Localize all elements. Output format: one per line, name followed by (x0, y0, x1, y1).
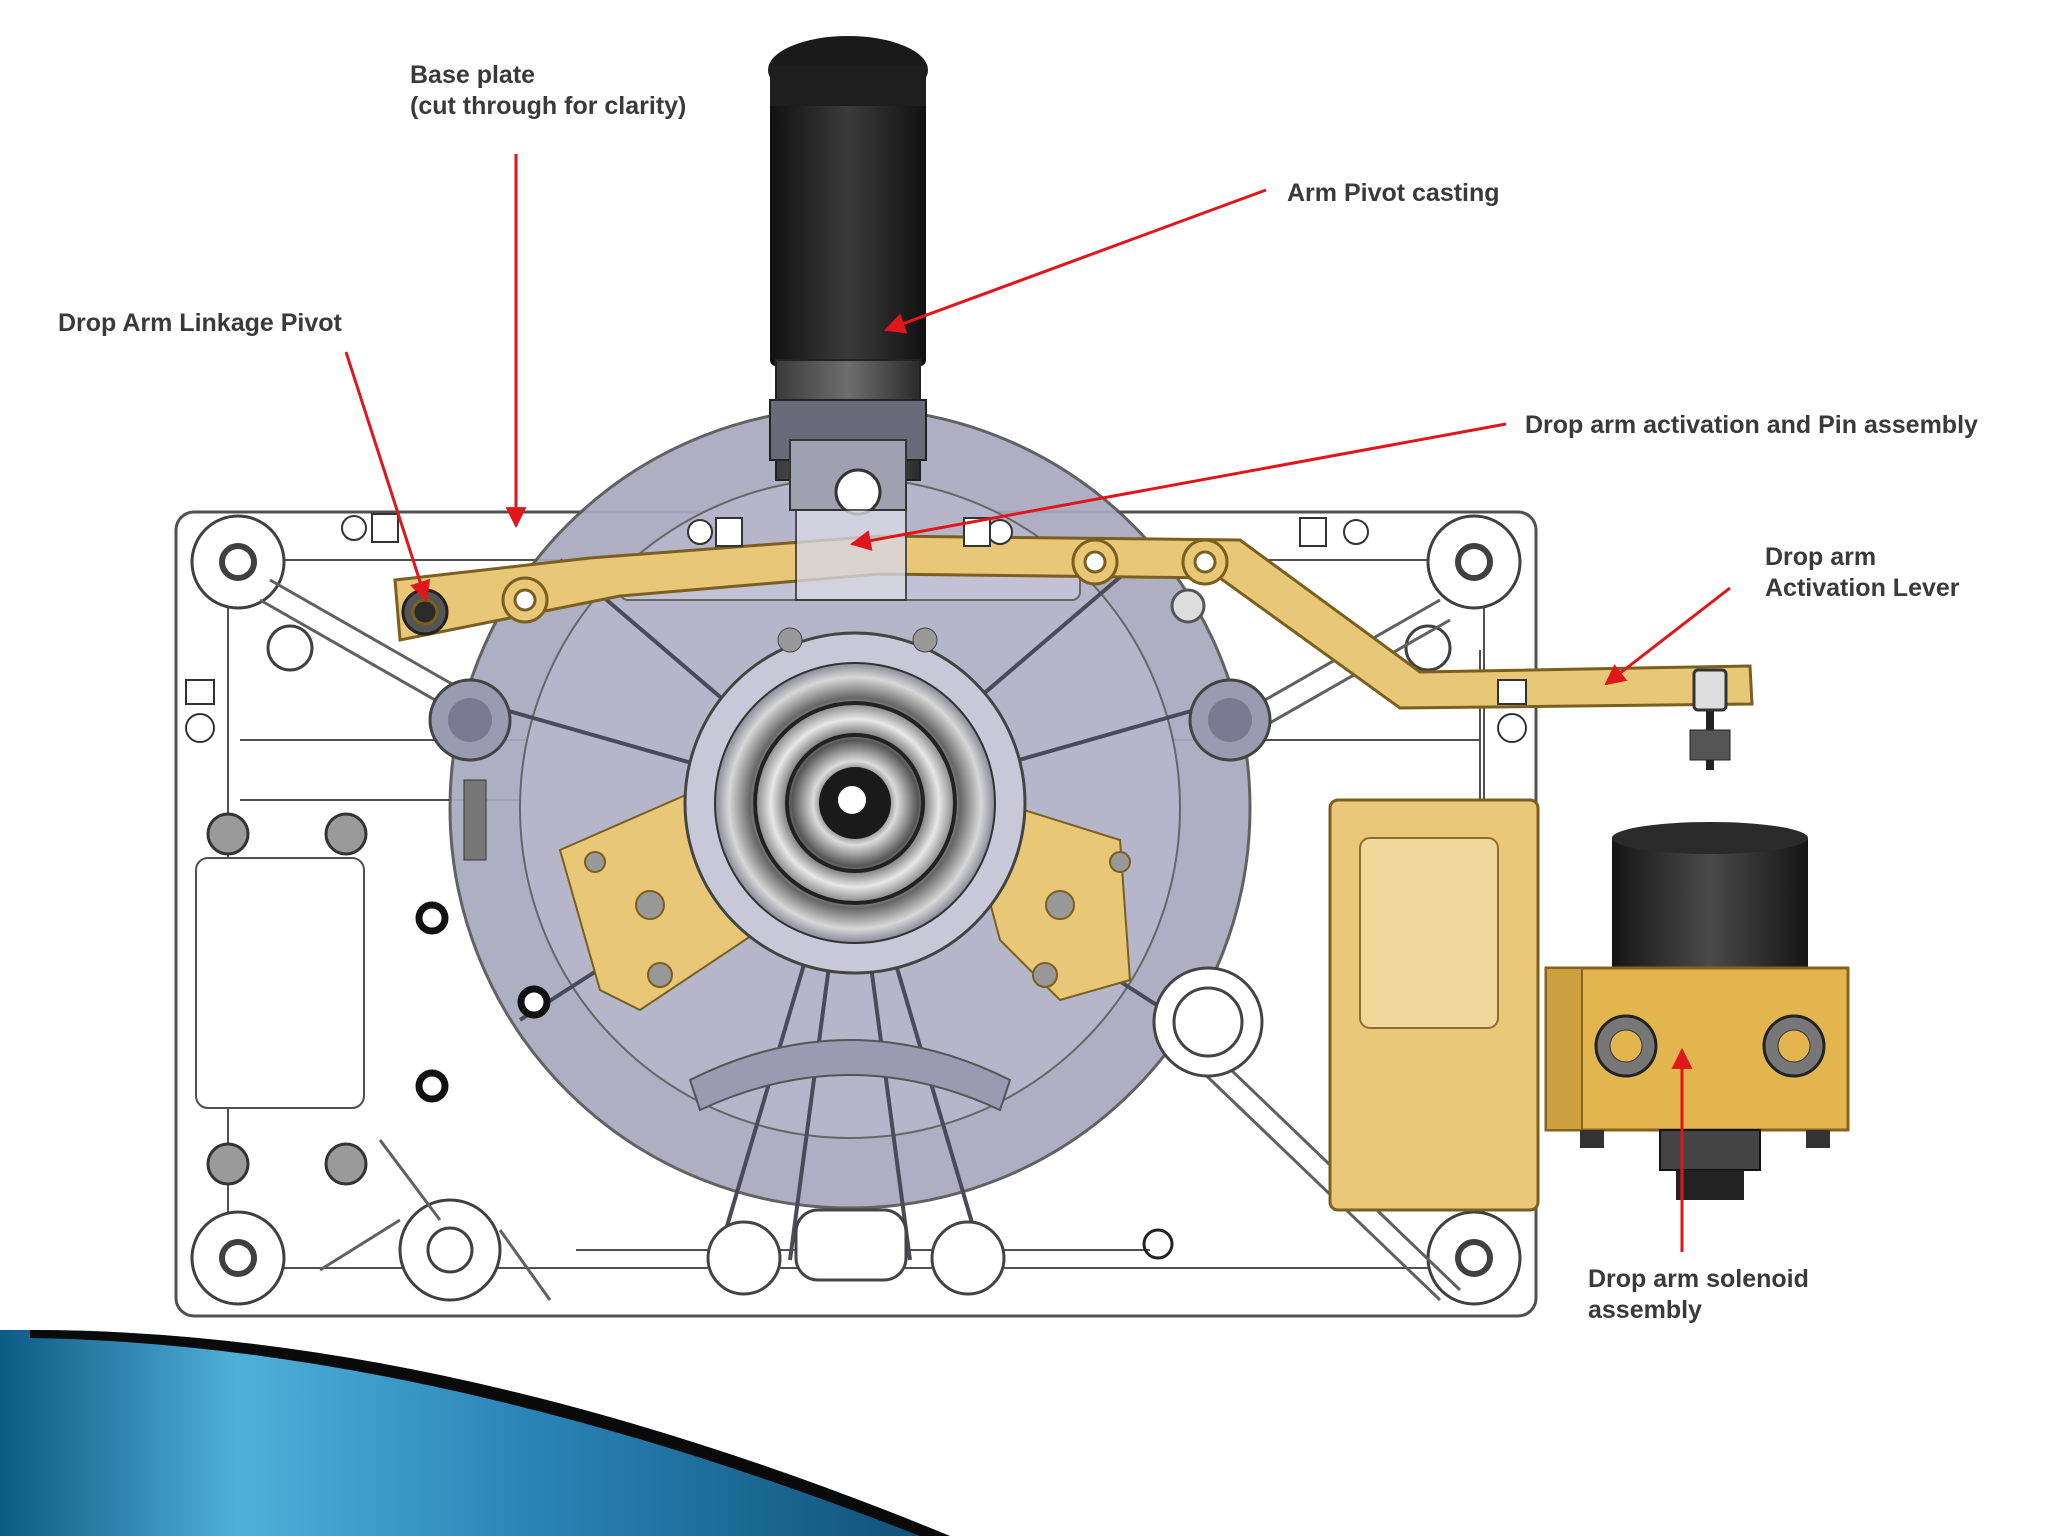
solenoid-assembly (1328, 668, 1850, 1212)
arm-pivot-casting (768, 36, 928, 601)
arrow-drop-arm-linkage-pivot (344, 351, 431, 602)
label-drop-arm-activation-pin: Drop arm activation and Pin assembly (1525, 411, 1978, 439)
central-hub (683, 627, 1027, 975)
lower-openings (706, 966, 1264, 1296)
screw-clips (185, 513, 1527, 743)
arrow-drop-arm-activation-pin (849, 422, 1507, 551)
label-base-plate: Base plate (cut through for clarity) (410, 61, 687, 120)
label-arm-pivot-casting: Arm Pivot casting (1287, 179, 1500, 207)
label-drop-arm-activation-lever: Drop arm Activation Lever (1765, 543, 1960, 602)
hex-nuts (415, 901, 551, 1103)
arrow-drop-arm-activation-lever (1604, 586, 1731, 686)
slide-accent-band (0, 1330, 950, 1536)
callout-arrows (344, 154, 1731, 1252)
arrow-arm-pivot-casting (884, 188, 1267, 334)
label-drop-arm-solenoid: Drop arm solenoid assembly (1588, 1265, 1809, 1324)
label-drop-arm-linkage-pivot: Drop Arm Linkage Pivot (58, 309, 342, 337)
